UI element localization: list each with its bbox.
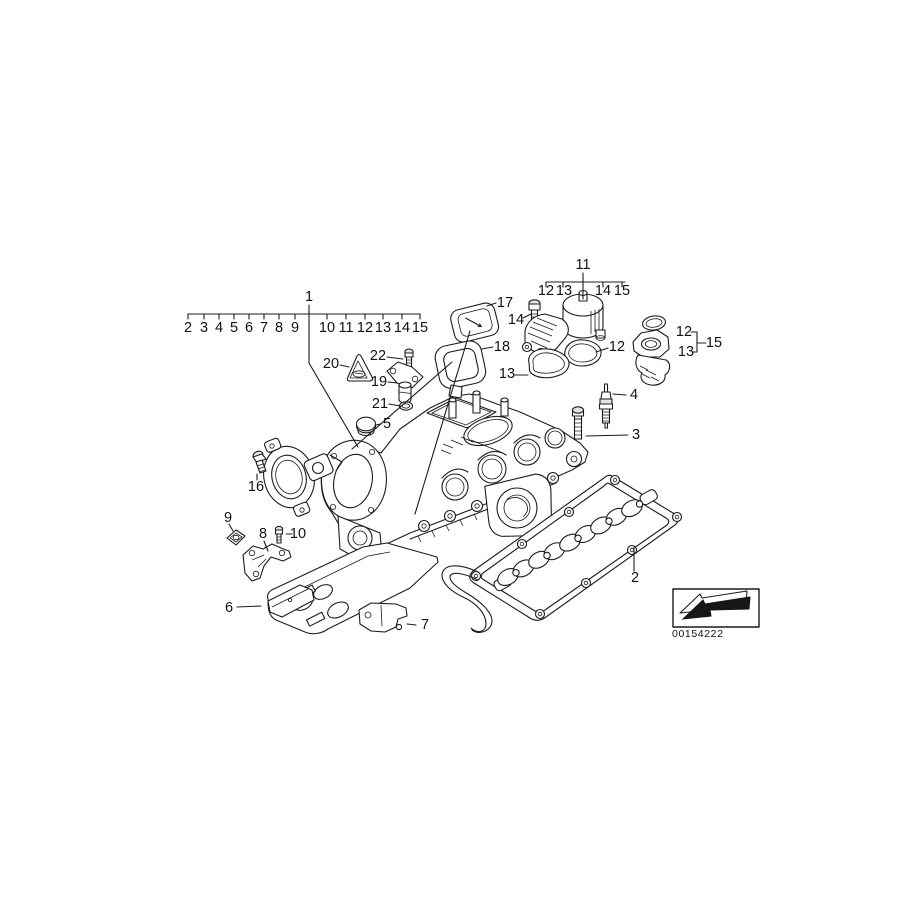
- cover-studs: [449, 391, 508, 418]
- callout-4[interactable]: 4: [629, 386, 639, 403]
- callout-10[interactable]: 10: [289, 525, 307, 542]
- callout-9[interactable]: 9: [223, 509, 233, 526]
- index-item-7[interactable]: 7: [259, 319, 269, 336]
- screw-16-drawing: [252, 450, 266, 473]
- throttle-body-drawing: [252, 437, 342, 517]
- bracket-8-drawing: [243, 544, 291, 581]
- cylinder-head-cover-drawing: [321, 391, 588, 560]
- callout-13[interactable]: 13: [498, 365, 516, 382]
- intake-ports: [442, 428, 565, 500]
- cap-5-drawing: [357, 417, 376, 435]
- index-item-12[interactable]: 12: [356, 319, 374, 336]
- callout-8[interactable]: 8: [258, 525, 268, 542]
- ccv-cover: [523, 314, 569, 358]
- inner-chain-gasket: [493, 488, 659, 592]
- glow-plug-drawing: [600, 384, 613, 428]
- callout-11-14[interactable]: 14: [594, 282, 612, 299]
- ccv-drum: [563, 291, 605, 341]
- oil-cap-drawing: [449, 301, 501, 344]
- centre-housing: [483, 472, 557, 542]
- callout-11-15[interactable]: 15: [613, 282, 631, 299]
- direction-arrow-icon: [680, 591, 750, 619]
- left-flange: [321, 440, 386, 520]
- index-item-6[interactable]: 6: [244, 319, 254, 336]
- index-item-11[interactable]: 11: [338, 319, 354, 336]
- index-item-13[interactable]: 13: [374, 319, 392, 336]
- warning-label-drawing: [347, 355, 372, 382]
- callout-1[interactable]: 1: [304, 288, 314, 305]
- index-item-5[interactable]: 5: [229, 319, 239, 336]
- callout-11[interactable]: 11: [575, 256, 591, 273]
- callout-3[interactable]: 3: [631, 426, 641, 443]
- callout-12[interactable]: 12: [608, 338, 626, 355]
- callout-22[interactable]: 22: [369, 347, 387, 364]
- screw-10-drawing: [275, 526, 282, 543]
- index-item-10[interactable]: 10: [318, 319, 336, 336]
- index-item-8[interactable]: 8: [274, 319, 284, 336]
- callout-6[interactable]: 6: [224, 599, 234, 616]
- bolt-3-drawing: [573, 407, 584, 439]
- stamp-box: [673, 589, 759, 627]
- diagram-stamp-id: 00154222: [672, 628, 724, 640]
- vent-connector-drawing: [633, 314, 670, 385]
- bracket-7-drawing: [359, 603, 407, 632]
- heat-shield-drawing: [267, 543, 438, 634]
- callout-19[interactable]: 19: [370, 373, 388, 390]
- index-item-15[interactable]: 15: [411, 319, 429, 336]
- callout-20[interactable]: 20: [322, 355, 340, 372]
- sensor-19-drawing: [387, 362, 423, 403]
- callout-17[interactable]: 17: [496, 294, 514, 311]
- callout-12-right[interactable]: 12: [675, 323, 693, 340]
- ccv-valve-drawing: [523, 291, 606, 378]
- ccv-gasket-12: [565, 340, 601, 366]
- callout-11-12[interactable]: 12: [537, 282, 555, 299]
- index-item-14[interactable]: 14: [393, 319, 411, 336]
- callout-2[interactable]: 2: [630, 569, 640, 586]
- callout-21[interactable]: 21: [371, 395, 389, 412]
- callout-16[interactable]: 16: [247, 478, 265, 495]
- filler-gasket-18-drawing: [433, 339, 488, 398]
- callout-18[interactable]: 18: [493, 338, 511, 355]
- index-item-9[interactable]: 9: [290, 319, 300, 336]
- index-item-3[interactable]: 3: [199, 319, 209, 336]
- screw-22-drawing: [405, 349, 413, 367]
- index-item-2[interactable]: 2: [183, 319, 193, 336]
- callout-14[interactable]: 14: [507, 311, 525, 328]
- callout-7[interactable]: 7: [420, 616, 430, 633]
- cover-gasket-drawing: [442, 475, 682, 632]
- callout-15-right[interactable]: 15: [705, 334, 723, 351]
- callout-5[interactable]: 5: [382, 415, 392, 432]
- ccv-gasket-13: [529, 349, 569, 378]
- index-item-4[interactable]: 4: [214, 319, 224, 336]
- callout-leader-lines: [188, 273, 706, 625]
- callout-13-right[interactable]: 13: [677, 343, 695, 360]
- callout-11-13[interactable]: 13: [555, 282, 573, 299]
- nut-9-drawing: [227, 530, 245, 545]
